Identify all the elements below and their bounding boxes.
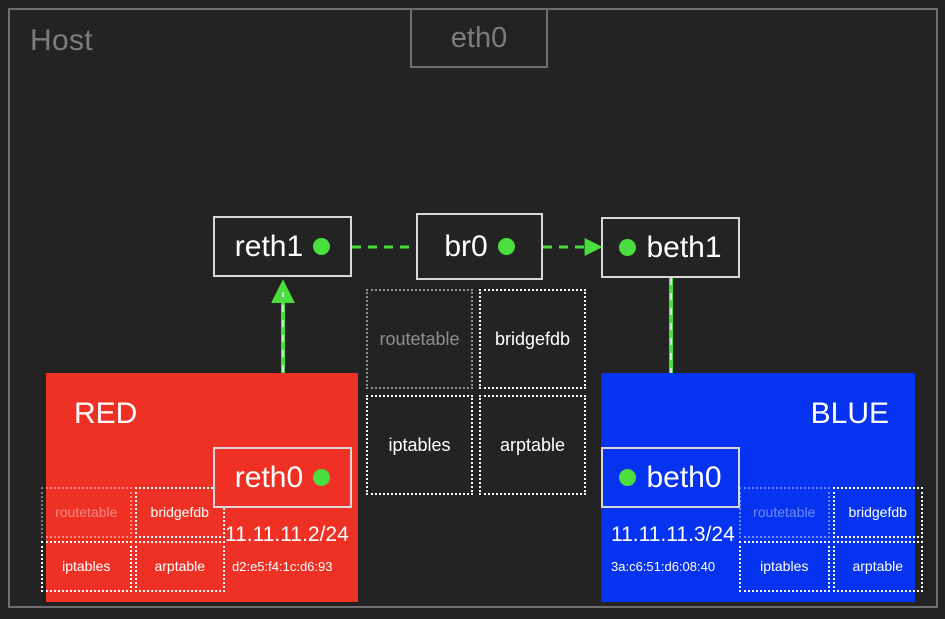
table-label: bridge	[494, 328, 545, 349]
device-beth0[interactable]: beth0	[601, 447, 740, 508]
table-label: iptables	[388, 434, 451, 455]
green-dot-icon	[313, 238, 331, 255]
device-reth1-label: reth1	[234, 229, 304, 263]
namespace-red-ip: 11.11.11.2/24	[225, 523, 349, 546]
table-label: route	[753, 504, 786, 521]
table-iptables: iptables	[366, 395, 473, 495]
device-beth1-label: beth1	[646, 230, 722, 264]
table-label: table	[174, 558, 206, 575]
namespace-blue-title: BLUE	[810, 397, 889, 430]
namespace-red-title: RED	[74, 397, 138, 430]
table-label: table	[525, 434, 566, 455]
green-dot-icon	[619, 469, 637, 486]
table-label: fdb	[887, 504, 907, 521]
namespace-red-mac: d2:e5:f4:1c:d6:93	[232, 559, 333, 574]
table-label: bridge	[150, 504, 190, 521]
device-beth1[interactable]: beth1	[601, 217, 740, 278]
table-label: arp	[499, 434, 526, 455]
device-reth1[interactable]: reth1	[213, 216, 352, 277]
device-reth0[interactable]: reth0	[213, 447, 352, 508]
table-label: fdb	[545, 328, 571, 349]
table-label: table	[785, 504, 816, 521]
table-label: route	[55, 504, 88, 521]
table-label: table	[420, 328, 460, 349]
table-label: table	[87, 504, 118, 521]
table-label: iptables	[62, 558, 111, 575]
table-iptables: iptables	[739, 541, 830, 592]
eth0-label: eth0	[450, 21, 508, 54]
device-beth0-label: beth0	[646, 460, 722, 494]
table-label: fdb	[189, 504, 209, 521]
host-label: Host	[30, 24, 93, 57]
table-label: arp	[852, 558, 873, 575]
device-br0[interactable]: br0	[416, 213, 543, 280]
table-label: iptables	[760, 558, 809, 575]
eth0-device-box[interactable]: eth0	[410, 8, 548, 68]
table-label: route	[379, 328, 421, 349]
namespace-blue-ip: 11.11.11.3/24	[611, 523, 735, 546]
green-dot-icon	[313, 469, 331, 486]
green-dot-icon	[497, 238, 515, 255]
device-br0-label: br0	[444, 229, 488, 263]
namespace-blue-mac: 3a:c6:51:d6:08:40	[611, 559, 716, 574]
table-label: bridge	[848, 504, 888, 521]
device-reth0-label: reth0	[234, 460, 304, 494]
green-dot-icon	[619, 239, 637, 256]
table-iptables: iptables	[41, 541, 132, 592]
table-label: table	[872, 558, 904, 575]
table-label: arp	[154, 558, 175, 575]
